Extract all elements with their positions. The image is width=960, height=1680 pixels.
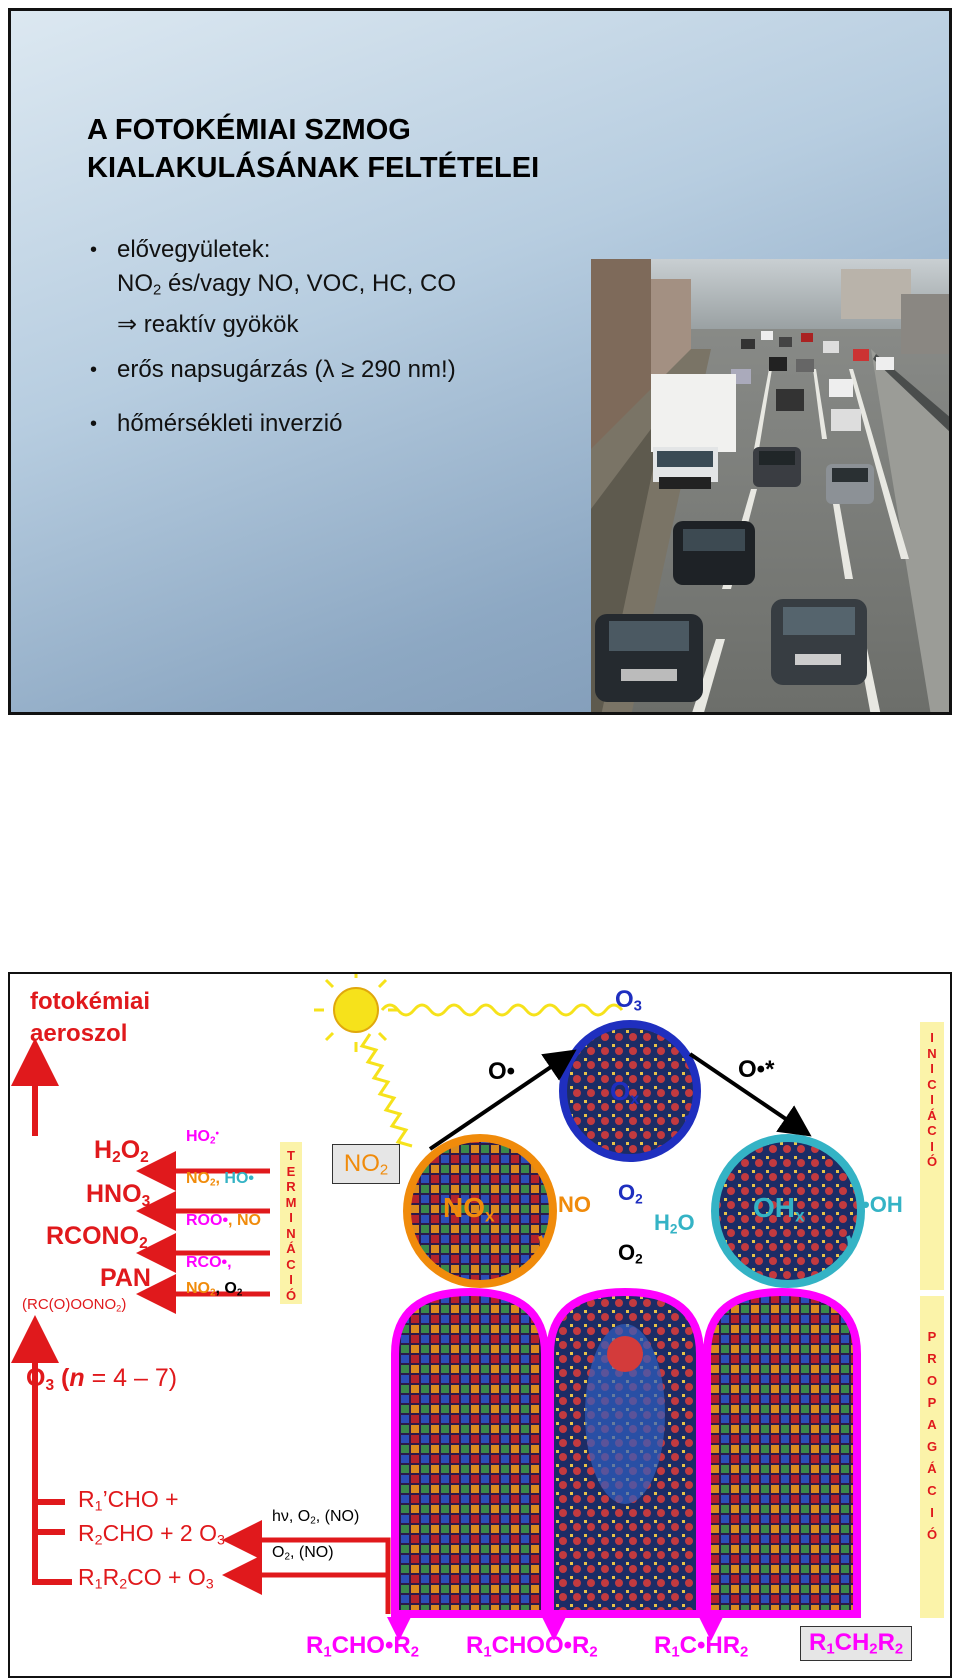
light-wave-down (359, 1033, 413, 1148)
slide-photochemical-reaction-scheme: fotokémiai aeroszol H2O2 HNO3 RCONO2 PAN… (8, 972, 952, 1678)
pan-formula: (RC(O)OONO2) (22, 1296, 127, 1314)
title-line-2: KIALAKULÁSÁNAK FELTÉTELEI (87, 152, 540, 184)
o-excited-label: O•* (738, 1056, 775, 1083)
lambda-symbol: λ (322, 356, 335, 383)
ozone-arrow (11, 1315, 72, 1585)
bullet-sunlight: • erős napsugárzás (λ ≥ 290 nm!) (90, 353, 456, 387)
product-hno3: HNO3 (86, 1180, 151, 1210)
reactant-no2-o2: NO2, O2 (186, 1280, 243, 1299)
condition-o2: O2, (NO) (272, 1544, 334, 1563)
product-rcono2: RCONO2 (46, 1222, 148, 1252)
product-r1r2co: R1R2CO + O3 (78, 1564, 214, 1593)
nox-label: NOx (443, 1192, 495, 1226)
formula-alkyl: R1C•HR2 (654, 1632, 749, 1661)
o-radical-label: O• (488, 1058, 516, 1085)
product-h2o2: H2O2 (94, 1136, 149, 1166)
formula-peroxy: R1CHOO•R2 (466, 1632, 598, 1661)
bullet-dot: • (90, 239, 98, 261)
o2-label-lower: O2 (618, 1240, 643, 1267)
formula-alkoxy: R1CHO•R2 (306, 1632, 419, 1661)
o3-label: O3 (615, 986, 642, 1015)
window-middle (546, 1287, 704, 1618)
termination-arrows (136, 1151, 270, 1314)
traffic-photo (591, 259, 949, 712)
implies-arrow: ⇒ (117, 310, 138, 338)
aerosol-label: fotokémiai aeroszol (30, 988, 151, 1047)
window-right (703, 1287, 861, 1618)
product-r2cho: R2CHO + 2 O3 (78, 1520, 225, 1549)
ohx-label: OHx (753, 1192, 805, 1226)
slide-photochemical-smog-conditions: A FOTOKÉMIAI SZMOG KIALAKULÁSÁNAK FELTÉT… (8, 8, 952, 715)
nox-circle (403, 1134, 557, 1288)
no-label: NO (558, 1192, 591, 1217)
sun-icon (314, 974, 398, 1052)
title-line-1: A FOTOKÉMIAI SZMOG (87, 114, 411, 146)
reaction-diagram-graphics (11, 974, 865, 1641)
oh-radical-label: •OH (862, 1192, 903, 1217)
reactant-no2-ho: NO2, HO• (186, 1170, 255, 1189)
reactant-roo-no: ROO•, NO (186, 1212, 261, 1229)
condition-hv: hν, O2, (NO) (272, 1508, 360, 1527)
formula-alkane-box: R1CH2R2 (800, 1626, 913, 1661)
ozone-yield-label: O3 (n = 4 – 7) (26, 1364, 178, 1394)
arrow-ox-to-ohx (688, 1052, 812, 1137)
bullet-precursors-label: elővegyületek: (117, 236, 271, 263)
bullet-inversion: • hőmérsékleti inverzió (90, 407, 342, 441)
carbonyl-arrow (222, 1520, 391, 1614)
ohx-circle (711, 1134, 865, 1288)
reactant-ho2: HO2• (186, 1128, 219, 1147)
slide-title: A FOTOKÉMIAI SZMOG KIALAKULÁSÁNAK FELTÉT… (87, 111, 539, 187)
no2-box: NO2 (332, 1144, 400, 1184)
h2o-label: H2O (654, 1210, 695, 1237)
ox-label: Ox (610, 1076, 640, 1109)
product-pan: PAN (100, 1264, 151, 1292)
window-left (391, 1287, 549, 1618)
arrow-nox-to-ox (428, 1049, 577, 1151)
o2-label-upper: O2 (618, 1180, 643, 1207)
ox-circle (559, 1020, 701, 1162)
bullet-dot: • (90, 359, 98, 381)
bullet-precursors: • elővegyületek: NO2 és/vagy NO, VOC, HC… (90, 233, 457, 342)
product-r1cho: R1’CHO + (78, 1486, 179, 1515)
reactant-rco: RCO•, (186, 1254, 232, 1271)
bullet-precursors-list: NO2 és/vagy NO, VOC, HC, CO (117, 270, 457, 299)
propagation-arrows (387, 1614, 723, 1641)
bullet-precursors-radicals: ⇒ reaktív gyökök (117, 310, 299, 338)
light-wave-top (380, 1003, 624, 1017)
bullet-dot: • (90, 413, 98, 435)
